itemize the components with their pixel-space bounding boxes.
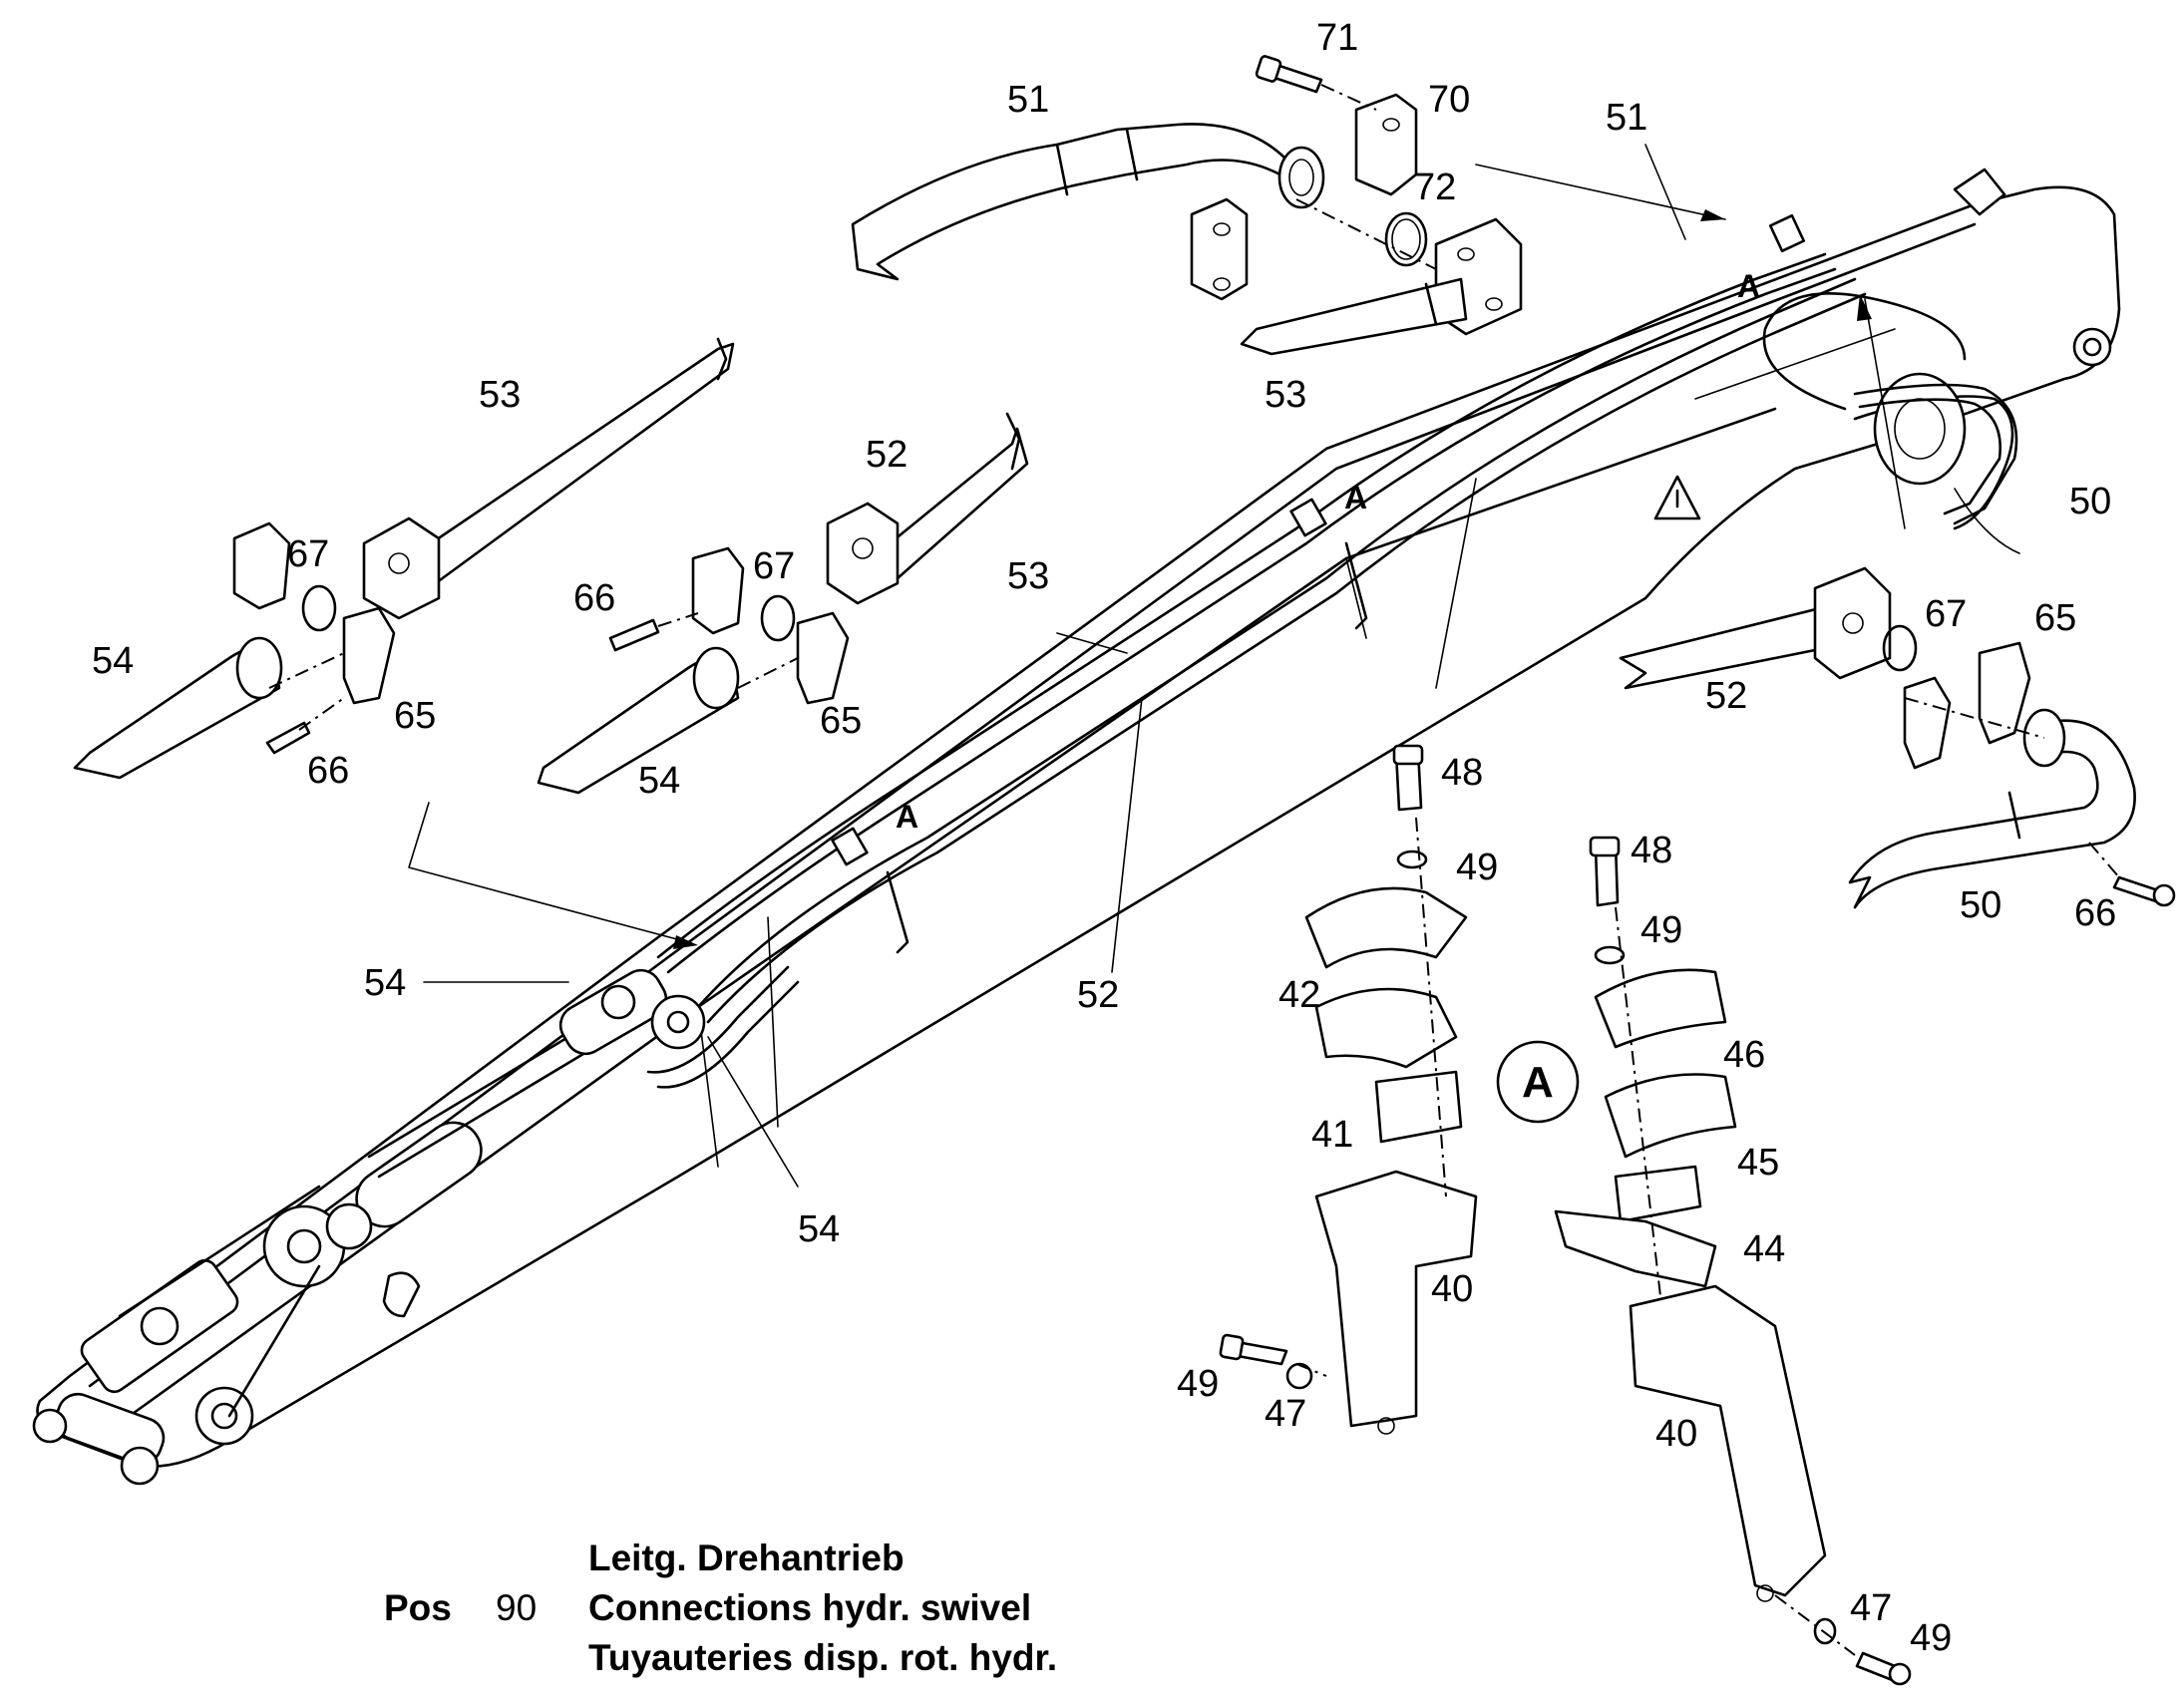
callout-49: 49 <box>1910 1617 1952 1659</box>
boom-arm <box>36 168 2121 1468</box>
callout-52: 52 <box>866 434 908 476</box>
callout-70: 70 <box>1428 79 1470 121</box>
callout-50: 50 <box>1960 884 2001 926</box>
callout-41: 41 <box>1311 1114 1353 1156</box>
boom-foot-linkage <box>32 965 800 1486</box>
callout-66: 66 <box>307 750 349 792</box>
callout-66: 66 <box>573 577 615 619</box>
callout-65: 65 <box>2034 597 2076 639</box>
callout-40: 40 <box>1655 1413 1697 1455</box>
callout-42: 42 <box>1278 974 1320 1016</box>
callout-67: 67 <box>753 545 795 587</box>
callout-50: 50 <box>2069 481 2111 522</box>
callout-54: 54 <box>798 1208 840 1250</box>
callout-51: 51 <box>1007 79 1049 121</box>
exploded-group-52-50-right <box>1619 383 2176 909</box>
callout-48: 48 <box>1631 830 1672 871</box>
exploded-group-52-54-middle <box>537 412 1029 795</box>
callout-44: 44 <box>1743 1228 1785 1270</box>
callout-54: 54 <box>364 962 406 1004</box>
caption-line-en: Connections hydr. swivel <box>588 1587 1031 1628</box>
callout-71: 71 <box>1316 17 1358 59</box>
callout-65: 65 <box>820 700 862 742</box>
detail-marker-a: A <box>896 799 918 835</box>
exploded-group-51-53 <box>851 55 1523 356</box>
callout-53: 53 <box>1265 374 1306 416</box>
callout-47: 47 <box>1265 1393 1306 1435</box>
callout-67: 67 <box>287 533 329 575</box>
caption-pos-number: 90 <box>496 1587 537 1628</box>
callout-67: 67 <box>1925 593 1967 635</box>
caption-line-fr: Tuyauteries disp. rot. hydr. <box>588 1637 1057 1678</box>
callout-48: 48 <box>1441 752 1483 794</box>
callout-65: 65 <box>394 695 436 737</box>
detail-marker-a: A <box>1344 480 1367 515</box>
callout-49: 49 <box>1640 909 1682 951</box>
callout-49: 49 <box>1177 1363 1219 1405</box>
callout-54: 54 <box>638 760 680 802</box>
callout-49: 49 <box>1456 847 1498 888</box>
callout-54: 54 <box>92 640 134 682</box>
caption-pos-label: Pos <box>384 1587 452 1628</box>
callout-72: 72 <box>1414 167 1456 208</box>
exploded-group-53-54-left <box>73 337 735 780</box>
callout-52: 52 <box>1077 974 1119 1016</box>
callout-45: 45 <box>1737 1142 1779 1184</box>
callout-47: 47 <box>1850 1587 1892 1629</box>
leader-lines <box>408 144 2020 1188</box>
detail-a-brackets <box>1219 744 1912 1686</box>
callout-46: 46 <box>1723 1034 1765 1076</box>
detail-circle-label: A <box>1522 1058 1554 1107</box>
hydraulic-lines-52-53 <box>656 213 1867 1024</box>
callout-52: 52 <box>1705 675 1747 717</box>
callout-labels: 71 70 72 51 51 53 53 53 52 52 52 50 50 6… <box>92 17 2116 1659</box>
callout-40: 40 <box>1431 1268 1473 1310</box>
callout-51: 51 <box>1606 97 1647 139</box>
detail-marker-a: A <box>1737 268 1760 304</box>
caption-line-de: Leitg. Drehantrieb <box>588 1537 905 1578</box>
callout-53: 53 <box>479 374 521 416</box>
caption-block: Leitg. Drehantrieb Pos 90 Connections hy… <box>384 1537 1057 1678</box>
detail-markers: A A A A <box>896 268 1760 1107</box>
callout-53: 53 <box>1007 555 1049 597</box>
callout-66: 66 <box>2074 892 2116 934</box>
